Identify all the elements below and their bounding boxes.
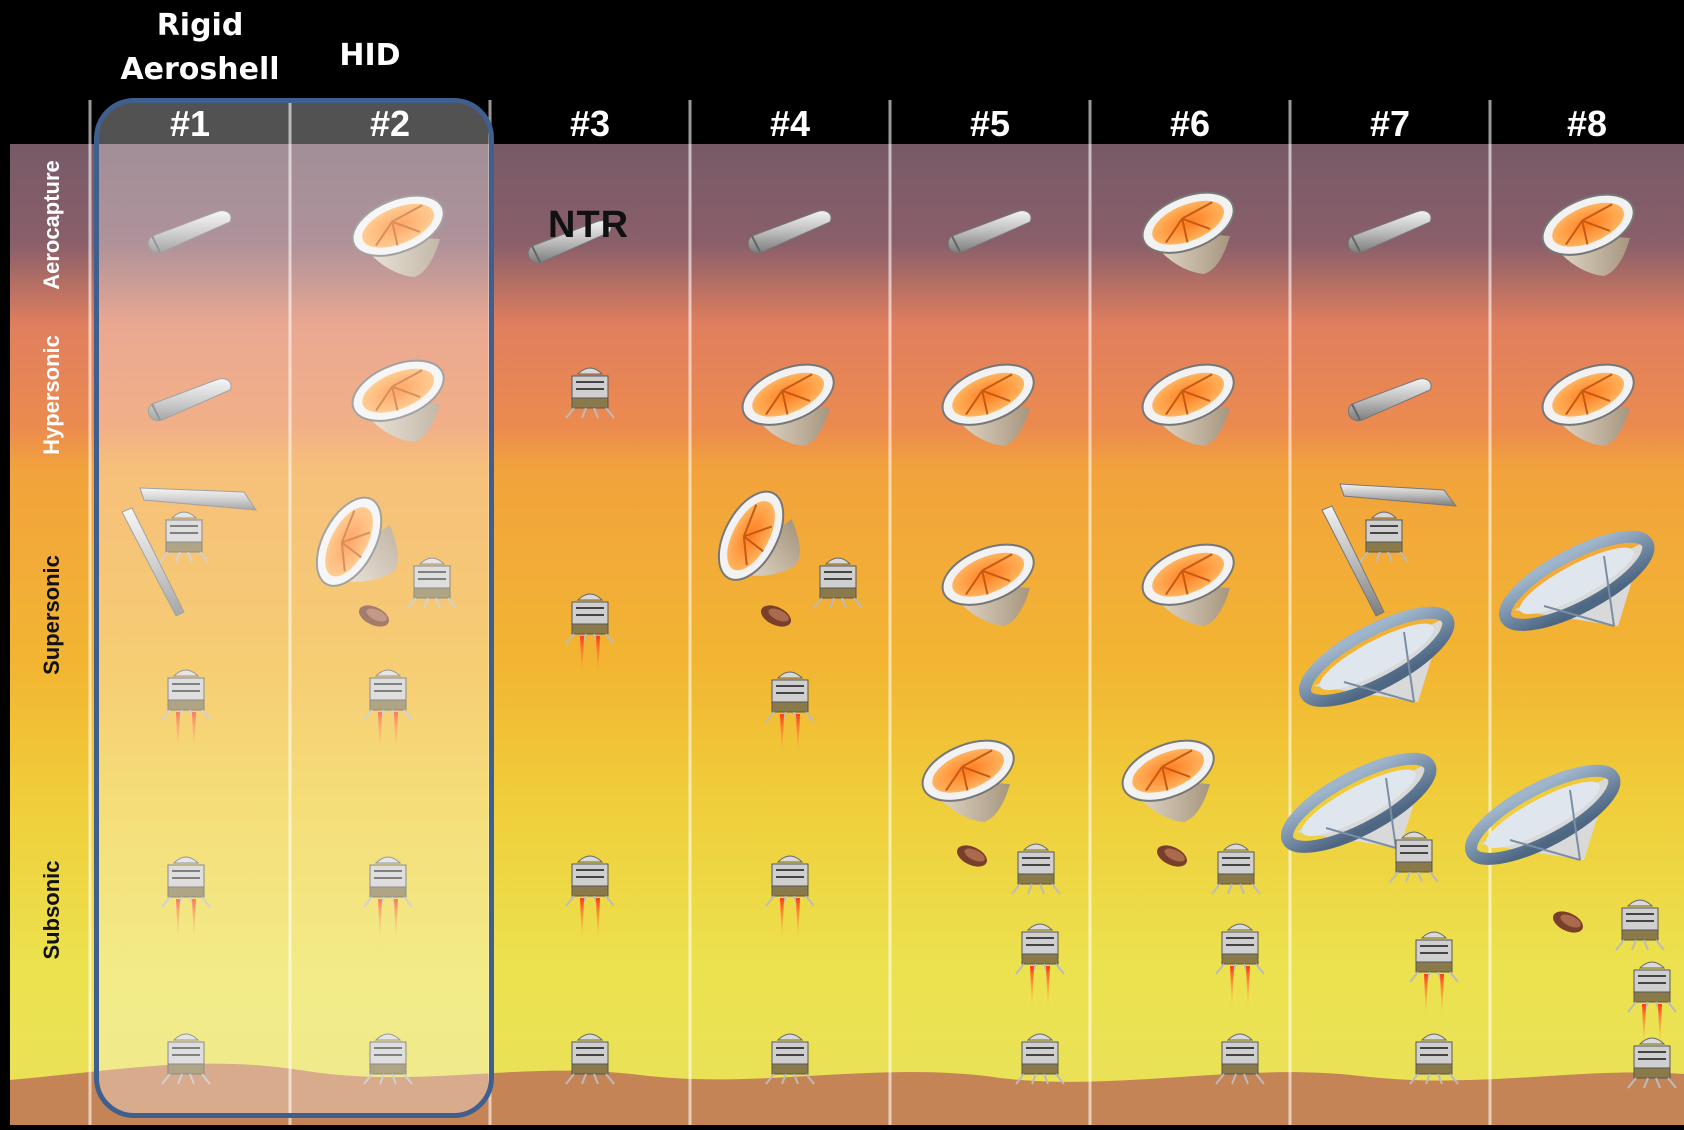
row-label-subsonic: Subsonic [39, 860, 64, 960]
column-header-7: #7 [1369, 103, 1411, 144]
top-label-rigid-line2: Aeroshell [120, 52, 280, 87]
column-header-1: #1 [169, 103, 211, 144]
top-label-hid: HID [339, 38, 401, 73]
column-header-3: #3 [569, 103, 611, 144]
row-label-hypersonic: Hypersonic [39, 335, 64, 455]
column-header-8: #8 [1566, 103, 1608, 144]
rigid-aeroshell-separation-icon [1321, 483, 1458, 617]
highlight-box-columns-1-2 [94, 98, 494, 1118]
mars-ground [10, 1063, 1684, 1125]
column-header-6: #6 [1169, 103, 1211, 144]
top-label-rigid-line1: Rigid [156, 8, 244, 43]
row-label-supersonic: Supersonic [39, 555, 64, 675]
ntr-label: NTR [548, 204, 630, 246]
rigid-aeroshell-separation-icon [121, 487, 257, 617]
column-header-4: #4 [769, 103, 811, 144]
column-header-5: #5 [969, 103, 1011, 144]
column-header-2: #2 [369, 103, 411, 144]
top-label-rigid-aeroshell: Rigid Aeroshell [110, 4, 290, 92]
